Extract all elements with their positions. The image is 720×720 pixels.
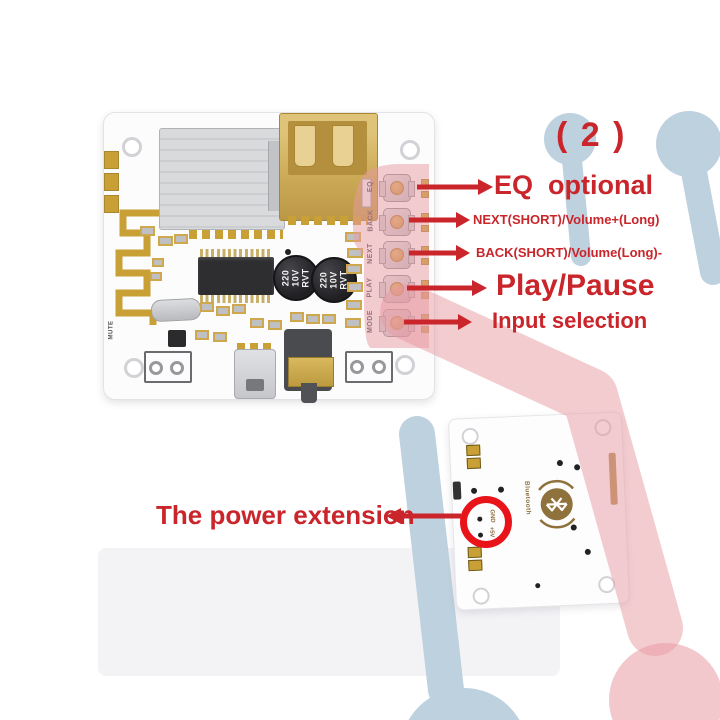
terminal-pad — [350, 360, 364, 374]
microsd-eject-tab — [268, 141, 281, 211]
mode-button — [379, 309, 415, 337]
figure-number: ( 2 ) — [556, 116, 627, 154]
bluetooth-logo-text: Bluetooth — [523, 480, 532, 516]
usb-contact — [332, 125, 354, 167]
solder-pad — [466, 444, 481, 457]
silk-label-eq: EQ — [367, 180, 375, 193]
button-pad — [421, 191, 429, 198]
button-pad — [421, 258, 429, 265]
silk-label-play: PLAY — [366, 277, 374, 298]
mounting-hole — [124, 358, 144, 378]
via-dot — [497, 486, 505, 493]
ic-pins — [200, 249, 272, 257]
mounting-hole — [461, 427, 480, 446]
button-knob — [390, 316, 404, 330]
button-knob — [390, 282, 404, 296]
silk-label-back: BACK — [367, 209, 375, 232]
via-dot — [535, 583, 541, 589]
micro-usb-opening — [246, 379, 264, 391]
antenna-trace — [115, 209, 167, 325]
silk-label-next: NEXT — [366, 243, 374, 264]
via-dot — [556, 459, 564, 467]
mounting-hole — [122, 137, 142, 157]
blue-pin-top-left — [544, 113, 596, 266]
label-back-volume-down: BACK(SHORT)/Volume(Long)- — [476, 245, 663, 260]
bluetooth-audio-board-front-view: MUTE 220 10V RVT 220 10V RVT — [103, 112, 435, 403]
edge-pad — [104, 195, 119, 213]
ic-pins — [200, 295, 272, 303]
mounting-hole — [400, 140, 420, 160]
button-pad — [421, 326, 429, 333]
button-pad — [421, 246, 429, 253]
mounting-hole — [594, 418, 612, 437]
button-pad — [421, 179, 429, 186]
microusb-pins — [237, 343, 271, 351]
usb-pin-row — [288, 216, 368, 225]
eq-button — [379, 174, 415, 202]
audio-jack-tip — [301, 383, 317, 403]
button-knob — [390, 248, 404, 262]
button-pad — [421, 292, 429, 299]
main-ic-chip — [198, 257, 274, 295]
label-play-pause: Play/Pause — [496, 269, 655, 302]
play-button — [379, 275, 415, 303]
button-pad — [421, 314, 429, 321]
edge-connector-strip — [608, 452, 618, 505]
transistor — [168, 330, 186, 347]
terminal-pad — [170, 361, 184, 375]
back-button — [379, 208, 415, 236]
label-next-volume-up: NEXT(SHORT)/Volume+(Long) — [473, 212, 660, 227]
button-pad — [421, 280, 429, 287]
mounting-hole — [472, 587, 491, 605]
via-dot — [574, 464, 581, 471]
via-dot — [584, 548, 591, 556]
edge-pad — [104, 151, 119, 169]
button-pad — [421, 213, 429, 220]
label-eq-optional: EQ optional — [494, 170, 653, 200]
label-power-extension: The power extension — [156, 500, 415, 530]
silk-label-mode: MODE — [367, 310, 374, 333]
edge-pad — [104, 173, 119, 191]
next-button — [379, 241, 415, 269]
button-knob — [390, 215, 404, 229]
button-pad — [421, 225, 429, 232]
blue-pin-top-right — [656, 111, 720, 285]
solder-pad — [468, 559, 483, 572]
audio-jack-bracket — [288, 357, 334, 387]
solder-pad — [467, 546, 482, 559]
solder-pad — [466, 457, 482, 470]
usb-contact — [294, 125, 316, 167]
terminal-silk-box — [144, 351, 192, 383]
terminal-pad — [149, 361, 163, 375]
sd-pin-row — [189, 230, 283, 239]
mounting-hole — [597, 575, 616, 594]
edge-component — [452, 481, 462, 500]
label-input-selection: Input selection — [492, 308, 648, 333]
via-dot — [470, 487, 478, 494]
button-knob — [390, 181, 404, 195]
power-pads-circle-annotation — [460, 496, 512, 548]
microsd-slot — [159, 128, 285, 230]
bluetooth-logo — [538, 479, 576, 529]
